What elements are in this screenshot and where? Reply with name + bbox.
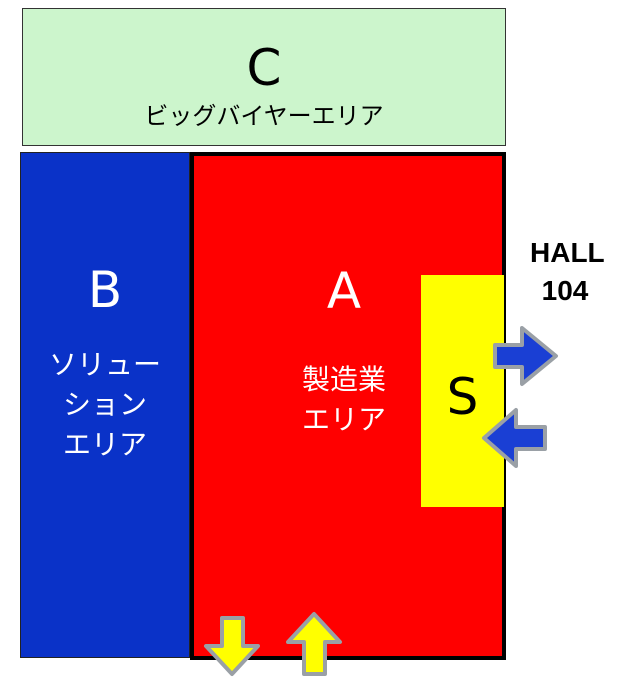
hall-label-line1: HALL bbox=[530, 237, 605, 268]
zone-c-letter: C bbox=[246, 39, 282, 97]
hall-label-line2: 104 bbox=[541, 275, 589, 306]
zone-s: S bbox=[421, 275, 504, 507]
zone-c: C ビッグバイヤーエリア bbox=[22, 8, 506, 146]
hall-label: HALL 104 bbox=[530, 234, 605, 310]
arrow-right-icon bbox=[493, 326, 558, 386]
arrow-down-icon bbox=[204, 616, 260, 676]
arrow-up-icon bbox=[286, 612, 342, 676]
zone-a-letter: A bbox=[326, 262, 362, 320]
zone-c-label: ビッグバイヤーエリア bbox=[144, 102, 384, 130]
arrow-left-icon bbox=[482, 408, 547, 468]
zone-s-letter: S bbox=[446, 368, 479, 426]
zone-b: B ソリュー ション エリア bbox=[20, 152, 190, 658]
zone-b-label: ソリュー ション エリア bbox=[48, 348, 161, 461]
zone-a-label: 製造業 エリア bbox=[301, 363, 386, 436]
zone-b-letter: B bbox=[87, 261, 123, 319]
zone-a: A 製造業 エリア bbox=[190, 152, 506, 660]
